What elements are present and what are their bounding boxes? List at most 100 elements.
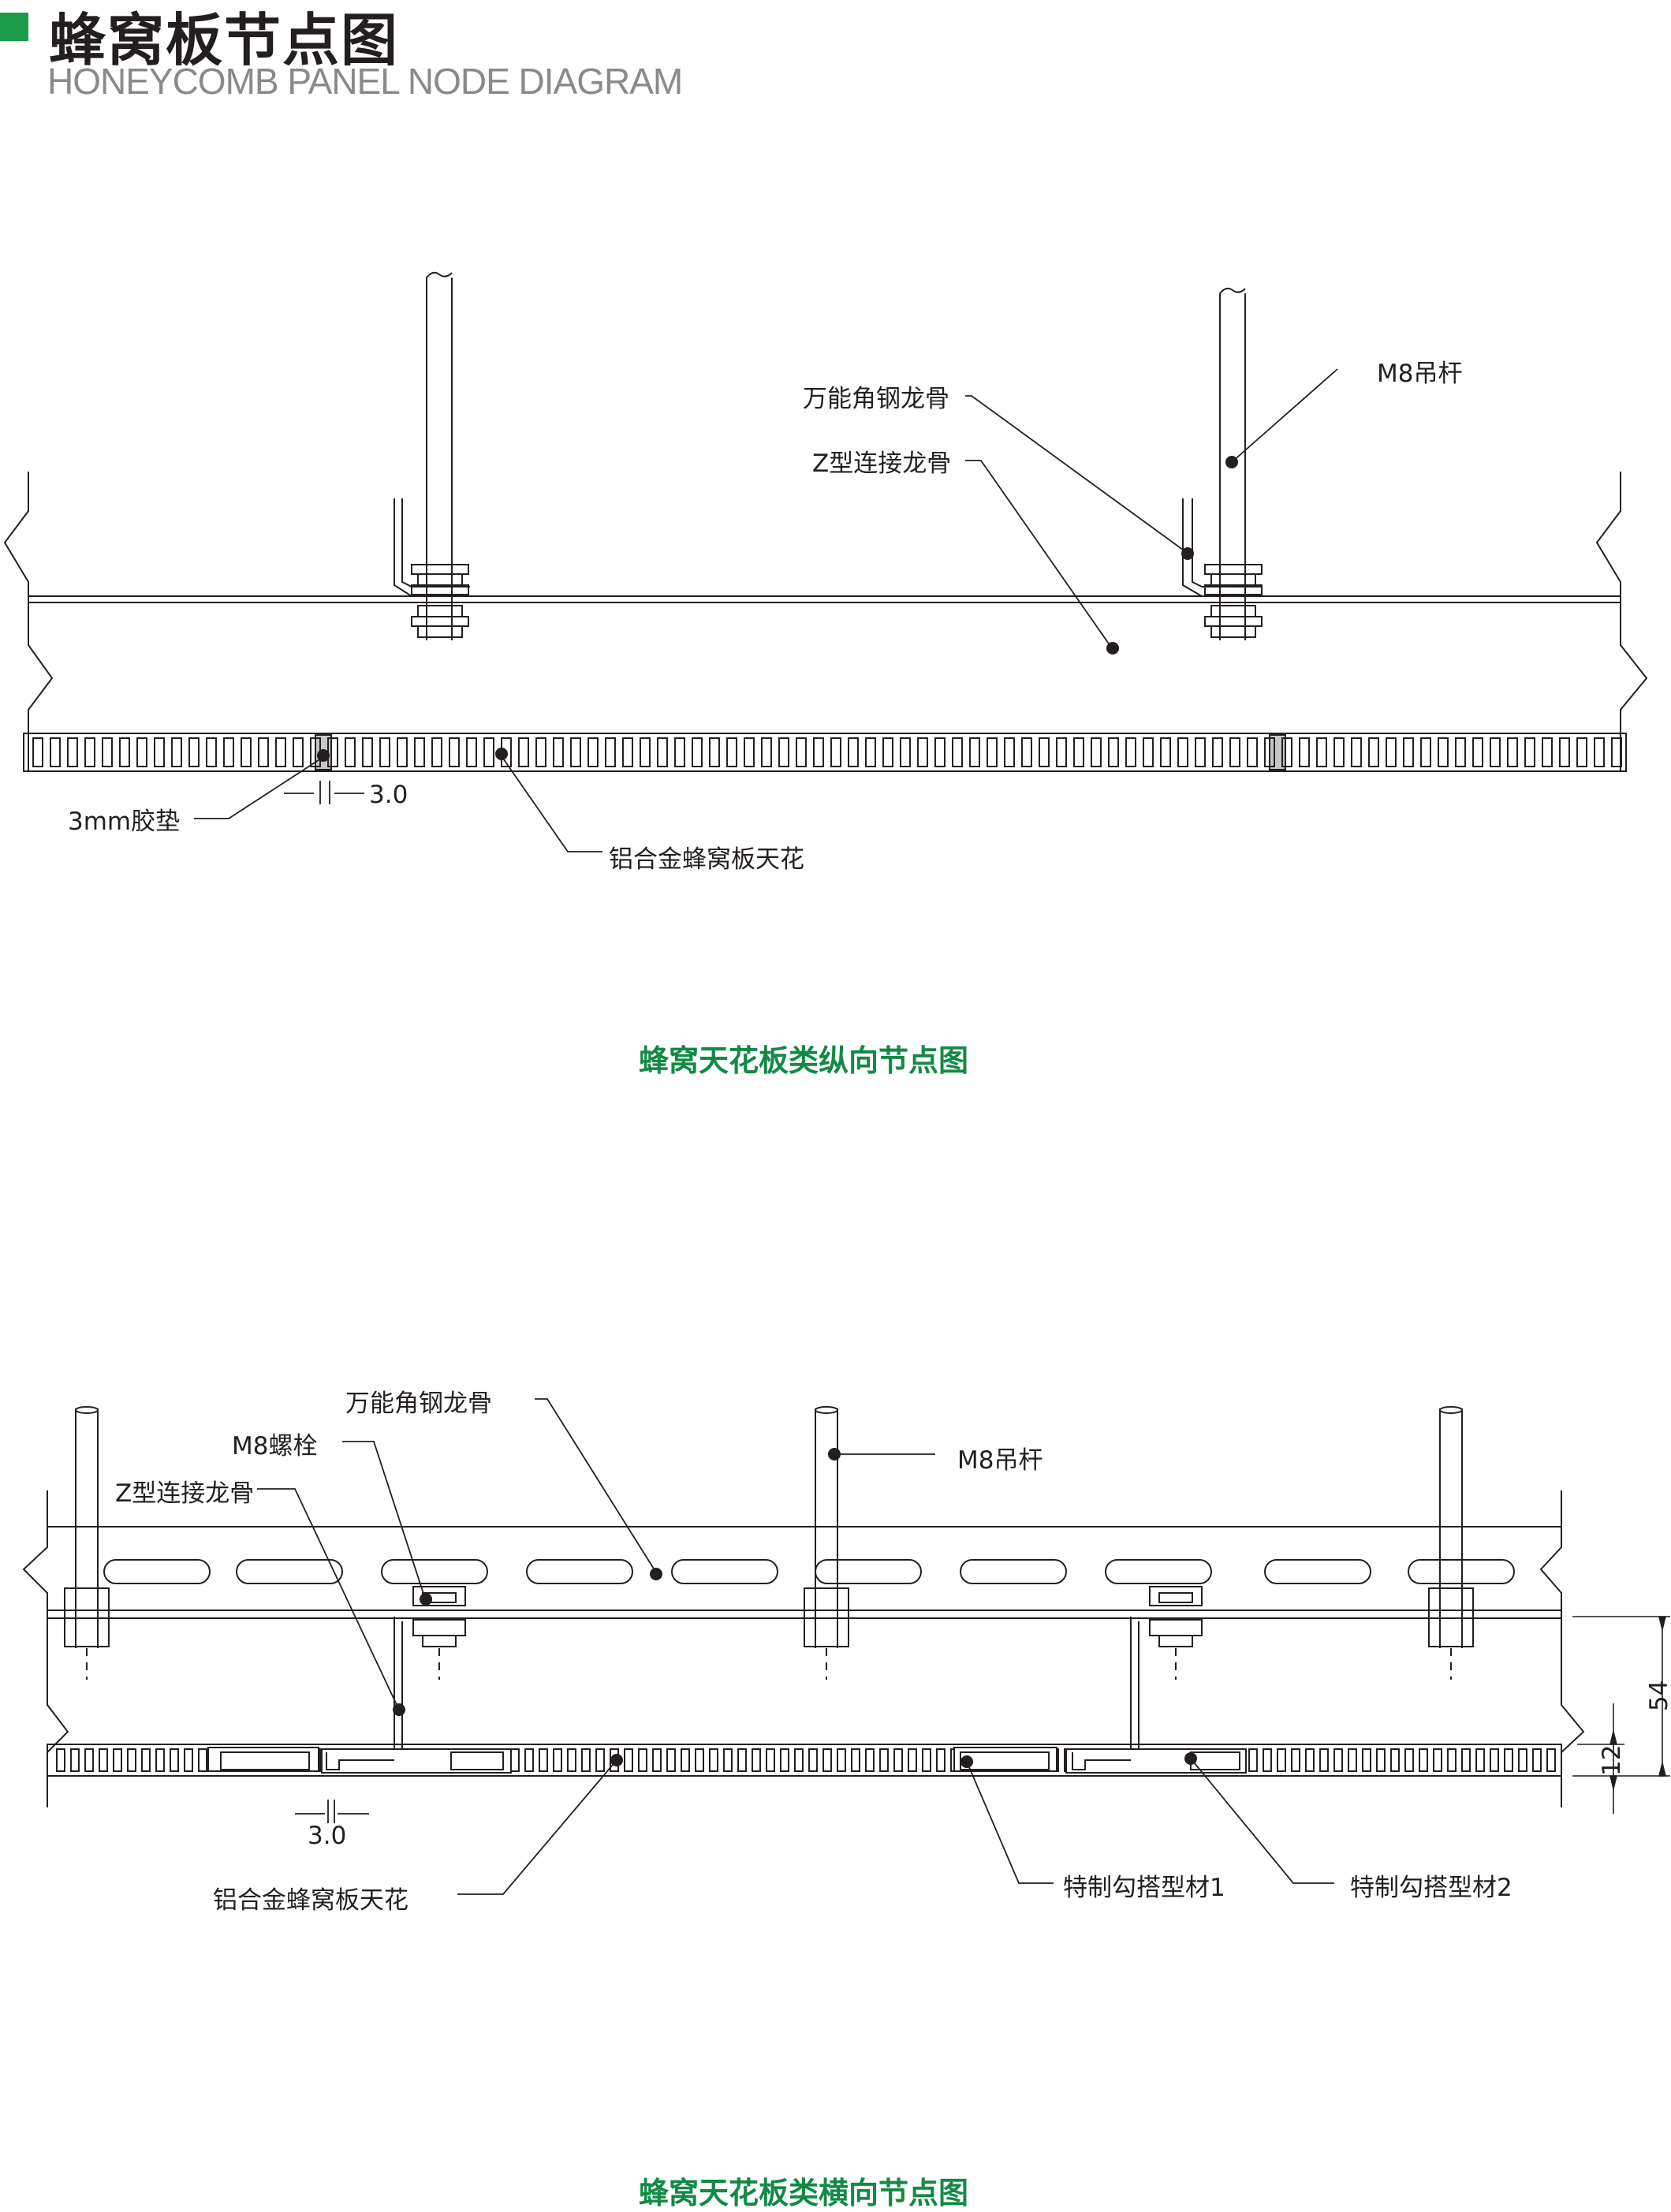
honeycomb-cell bbox=[692, 738, 702, 767]
honeycomb-cell bbox=[1348, 1749, 1356, 1771]
bottom-leader-dots bbox=[393, 1448, 1197, 1768]
honeycomb-cell bbox=[752, 1749, 760, 1771]
honeycomb-cell bbox=[99, 1749, 107, 1771]
honeycomb-cell bbox=[1320, 1749, 1328, 1771]
top-caption: 蜂窝天花板类纵向节点图 bbox=[639, 1043, 969, 1078]
honeycomb-cell bbox=[137, 738, 147, 767]
bottom-dim-panel: 12 bbox=[1598, 1744, 1626, 1776]
honeycomb-cell bbox=[525, 1749, 533, 1771]
bottom-rod-2 bbox=[804, 1407, 849, 1680]
honeycomb-cell bbox=[415, 738, 424, 767]
honeycomb-cell bbox=[224, 738, 233, 767]
honeycomb-cell bbox=[1462, 1749, 1470, 1771]
honeycomb-cell bbox=[1377, 1749, 1385, 1771]
honeycomb-cell bbox=[155, 738, 164, 767]
honeycomb-cell bbox=[831, 738, 841, 767]
page-subtitle: HONEYCOMB PANEL NODE DIAGRAM bbox=[47, 61, 683, 102]
top-right-hanger-rod bbox=[1183, 289, 1262, 640]
honeycomb-cell bbox=[519, 738, 528, 767]
honeycomb-cell bbox=[1386, 738, 1396, 767]
honeycomb-cell bbox=[1317, 738, 1326, 767]
honeycomb-cell bbox=[189, 738, 199, 767]
honeycomb-cell bbox=[623, 738, 632, 767]
bottom-bolt-right bbox=[1150, 1587, 1202, 1680]
honeycomb-cell bbox=[85, 738, 95, 767]
bottom-wall-break-left bbox=[24, 1490, 68, 1807]
honeycomb-cell bbox=[276, 738, 285, 767]
honeycomb-cell bbox=[1178, 738, 1188, 767]
honeycomb-cell bbox=[1577, 738, 1587, 767]
honeycomb-cell bbox=[1306, 1749, 1314, 1771]
bottom-z-connector-left bbox=[331, 1617, 402, 1755]
bottom-dim-total: 54 bbox=[1645, 1680, 1671, 1711]
page-title: 蜂窝板节点图 bbox=[49, 7, 400, 73]
keel-slot bbox=[960, 1560, 1066, 1583]
honeycomb-cell bbox=[1249, 1749, 1257, 1771]
honeycomb-cell bbox=[1525, 738, 1535, 767]
honeycomb-cell bbox=[852, 1749, 860, 1771]
top-leaders bbox=[194, 369, 1337, 852]
honeycomb-cell bbox=[681, 1749, 689, 1771]
top-left-hanger-rod bbox=[394, 273, 470, 640]
honeycomb-cell bbox=[866, 1749, 874, 1771]
honeycomb-cell bbox=[449, 738, 459, 767]
honeycomb-cell bbox=[259, 738, 268, 767]
honeycomb-cell bbox=[667, 1749, 675, 1771]
honeycomb-cell bbox=[1404, 738, 1413, 767]
bottom-label-profile-2: 特制勾搭型材2 bbox=[1350, 1874, 1512, 1902]
honeycomb-cell bbox=[1277, 1749, 1285, 1771]
honeycomb-cell bbox=[103, 738, 112, 767]
honeycomb-cell bbox=[1074, 738, 1084, 767]
honeycomb-cell bbox=[432, 738, 442, 767]
honeycomb-cell bbox=[199, 1749, 207, 1771]
bottom-label-profile-1: 特制勾搭型材1 bbox=[1063, 1874, 1225, 1902]
honeycomb-cell bbox=[293, 738, 303, 767]
honeycomb-cell bbox=[536, 738, 546, 767]
honeycomb-cell bbox=[1405, 1749, 1413, 1771]
honeycomb-cell bbox=[710, 738, 719, 767]
honeycomb-cell bbox=[1292, 1749, 1300, 1771]
honeycomb-cell bbox=[918, 738, 927, 767]
keel-slot bbox=[237, 1560, 342, 1583]
bottom-z-connector-right bbox=[1069, 1617, 1139, 1755]
honeycomb-cell bbox=[50, 738, 60, 767]
honeycomb-cell bbox=[554, 738, 563, 767]
honeycomb-cell bbox=[1434, 1749, 1442, 1771]
honeycomb-cell bbox=[1282, 738, 1292, 767]
bottom-label-m8-rod: M8吊杆 bbox=[957, 1446, 1043, 1475]
honeycomb-cell bbox=[727, 738, 737, 767]
honeycomb-cell bbox=[1542, 738, 1552, 767]
bottom-honeycomb-panel bbox=[47, 1744, 1561, 1776]
bottom-label-gap: 3.0 bbox=[308, 1822, 347, 1850]
honeycomb-cell bbox=[866, 738, 875, 767]
honeycomb-cell bbox=[511, 1749, 519, 1771]
top-wall-break-left bbox=[5, 472, 52, 771]
honeycomb-cell bbox=[823, 1749, 831, 1771]
honeycomb-cell bbox=[1519, 1749, 1527, 1771]
honeycomb-cell bbox=[185, 1749, 192, 1771]
honeycomb-cell bbox=[142, 1749, 150, 1771]
honeycomb-cell bbox=[880, 1749, 888, 1771]
honeycomb-cell bbox=[1161, 738, 1170, 767]
honeycomb-cell bbox=[467, 738, 476, 767]
bottom-wall-break-right bbox=[1541, 1490, 1583, 1807]
top-honeycomb-panel bbox=[24, 733, 1626, 771]
honeycomb-cell bbox=[1473, 738, 1483, 767]
honeycomb-cell bbox=[738, 1749, 746, 1771]
honeycomb-cell bbox=[1490, 738, 1500, 767]
honeycomb-cell bbox=[762, 738, 771, 767]
honeycomb-cell bbox=[1039, 738, 1049, 767]
honeycomb-cell bbox=[1057, 738, 1066, 767]
honeycomb-cell bbox=[1109, 738, 1118, 767]
honeycomb-cell bbox=[1547, 1749, 1555, 1771]
honeycomb-cell bbox=[1126, 738, 1136, 767]
honeycomb-cell bbox=[57, 1749, 65, 1771]
top-label-panel: 铝合金蜂窝板天花 bbox=[609, 845, 804, 874]
keel-slot bbox=[527, 1560, 632, 1583]
honeycomb-cell bbox=[1300, 738, 1309, 767]
honeycomb-cell bbox=[894, 1749, 902, 1771]
honeycomb-cell bbox=[1022, 738, 1031, 767]
honeycomb-cell bbox=[796, 738, 806, 767]
title-marker bbox=[0, 13, 28, 41]
